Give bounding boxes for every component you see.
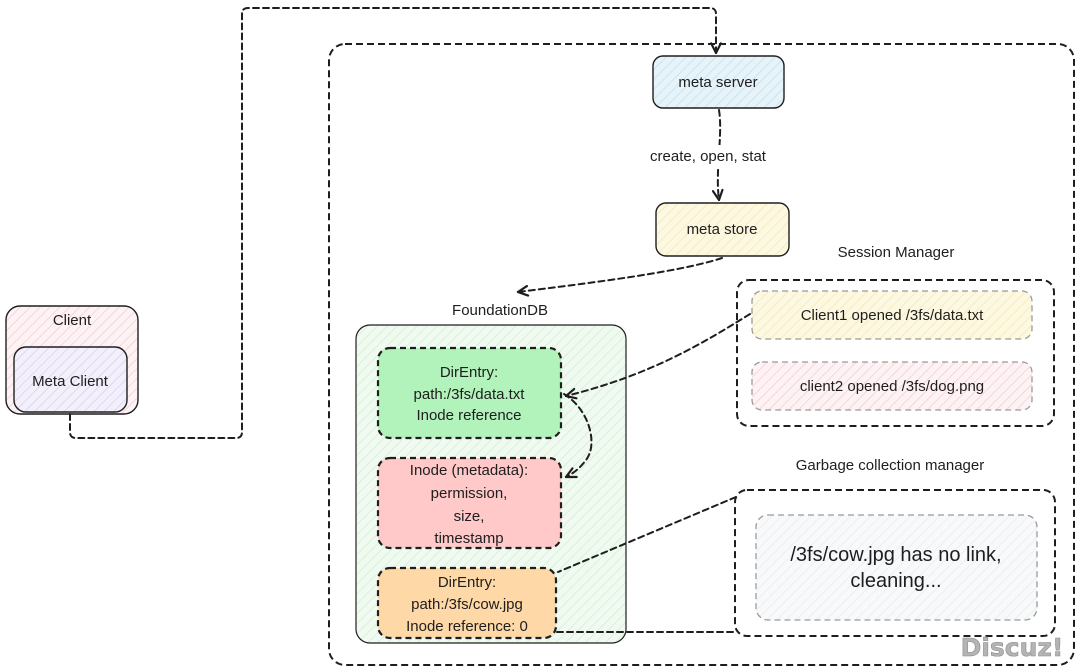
meta-server-node: meta server: [652, 55, 785, 109]
dir-entry-2-box: [376, 566, 558, 640]
meta-client-label: Meta Client: [32, 373, 109, 390]
session-client1-label: Client1 opened /3fs/data.txt: [801, 307, 984, 324]
session-client2-label: client2 opened /3fs/dog.png: [800, 378, 984, 395]
edge-client-to-meta-server: [69, 7, 716, 439]
dir-entry-1-line: DirEntry:: [440, 364, 498, 381]
inode-line: Inode (metadata):: [410, 462, 528, 479]
gc-manager-frame: [734, 489, 1056, 637]
meta-store-label: meta store: [687, 221, 758, 238]
session-manager-title: Session Manager: [838, 244, 955, 261]
foundationdb-title: FoundationDB: [452, 302, 548, 319]
gc-message-box: [755, 514, 1038, 621]
session-item: Client1 opened /3fs/data.txt: [751, 290, 1033, 340]
edge-dir-entry-to-inode: [563, 393, 593, 477]
gc-message-line: cleaning...: [850, 570, 941, 592]
dir-entry-2-line: path:/3fs/cow.jpg: [411, 596, 523, 613]
dir-entry-2-line: DirEntry:: [438, 574, 496, 591]
inode-line: permission,: [431, 485, 508, 502]
edge-gc-to-dir-entry: [557, 496, 737, 573]
inode-line: size,: [454, 508, 485, 525]
edge-label-create-open-stat: create, open, stat: [650, 148, 767, 165]
session-item: client2 opened /3fs/dog.png: [751, 361, 1033, 411]
inode-line: timestamp: [434, 530, 503, 547]
inode-metadata: Inode (metadata): permission, size, time…: [376, 456, 563, 550]
meta-server-box: [652, 55, 785, 109]
client-title: Client: [53, 312, 92, 329]
edge-meta-store-to-foundationdb: [518, 257, 723, 292]
meta-server-label: meta server: [678, 74, 757, 91]
dir-entry-1-line: Inode reference: [416, 407, 521, 424]
client-node: Client Meta Client: [5, 305, 139, 415]
inode-box: [376, 456, 563, 550]
dir-entry-1-box: [376, 346, 563, 440]
gc-manager-title: Garbage collection manager: [796, 457, 984, 474]
dir-entry-cow-jpg: DirEntry: path:/3fs/cow.jpg Inode refere…: [376, 566, 558, 640]
gc-message-line: /3fs/cow.jpg has no link,: [790, 544, 1001, 566]
meta-client-box: [13, 346, 128, 413]
session-manager-frame: [736, 279, 1055, 427]
dir-entry-1-line: path:/3fs/data.txt: [414, 386, 526, 403]
dir-entry-2-line: Inode reference: 0: [406, 618, 528, 635]
meta-store-node: meta store: [655, 202, 790, 257]
edge-label-background: [643, 145, 773, 167]
edge-session-to-dir-entry: [566, 313, 751, 396]
session-client2-box: [751, 361, 1033, 411]
session-client1-box: [751, 290, 1033, 340]
dir-entry-data-txt: DirEntry: path:/3fs/data.txt Inode refer…: [376, 346, 563, 440]
watermark: Discuz!: [961, 633, 1064, 662]
meta-store-box: [655, 202, 790, 257]
meta-service-frame: [328, 43, 1075, 666]
